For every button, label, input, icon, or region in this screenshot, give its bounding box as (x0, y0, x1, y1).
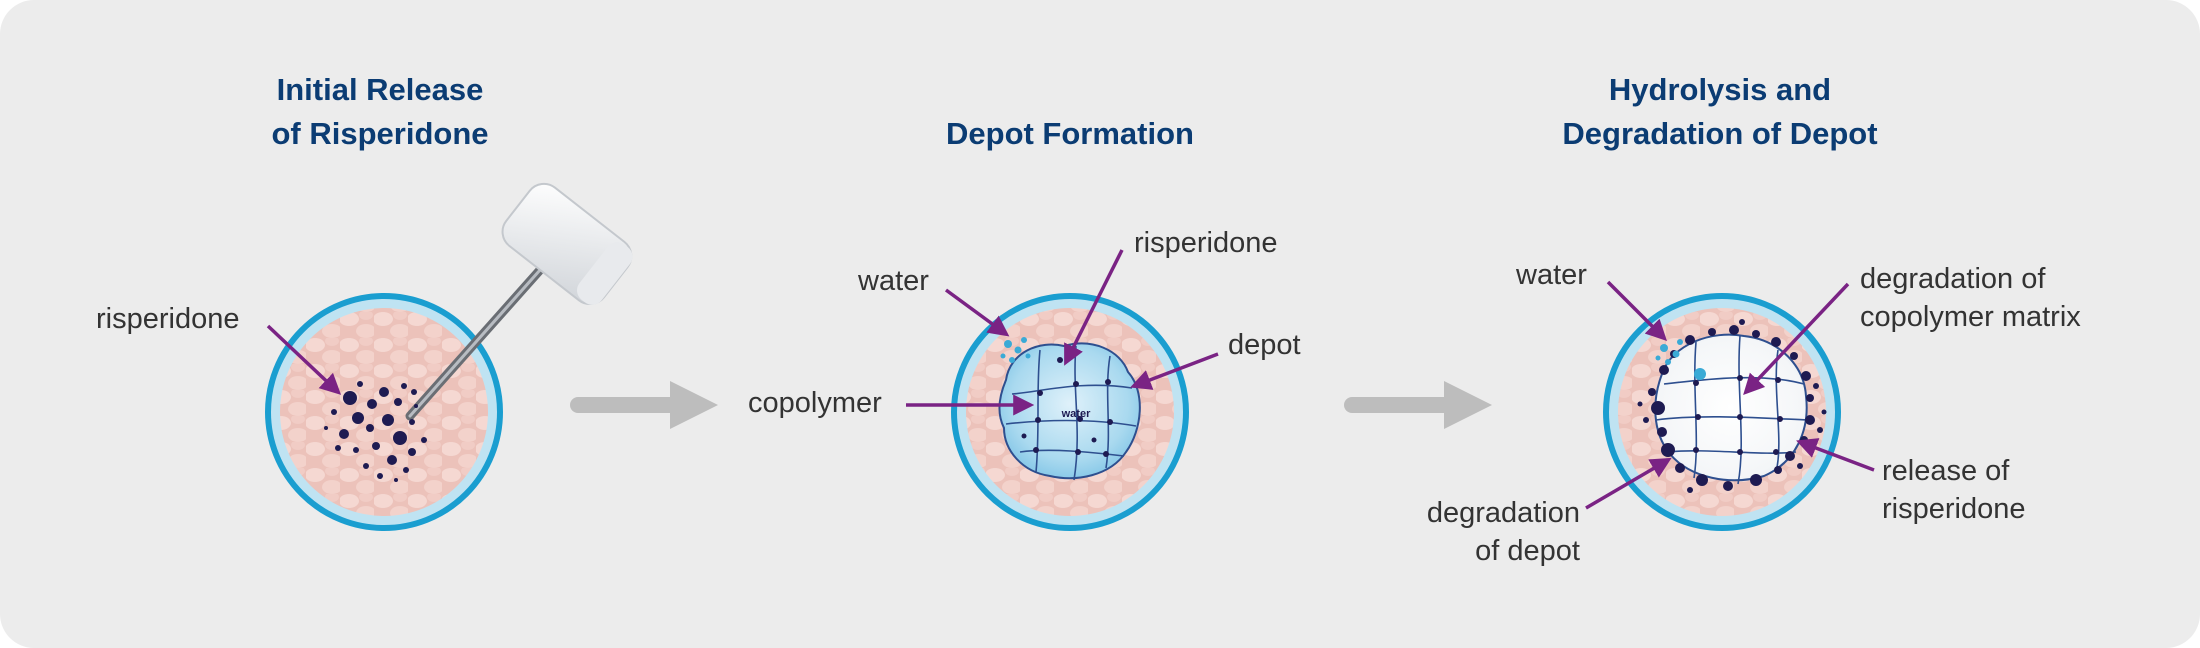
stage3-release-label-line1: release of (1882, 455, 2010, 487)
stage2-water-pointer (944, 288, 1010, 337)
stage2-water-label: water (858, 265, 929, 297)
stage3-degrading-depot (1637, 319, 1827, 493)
stage3-water-droplets (1655, 339, 1706, 380)
stage2-depot-label: depot (1228, 329, 1301, 361)
stage1-drug-particles (324, 381, 427, 482)
stage1-tissue-circle (265, 293, 503, 531)
stage3-water-pointer (1606, 280, 1667, 341)
stage2-risperidone-pointer (1064, 249, 1124, 366)
stage1-title: Initial Release of Risperidone (240, 68, 520, 156)
stage2-depot (998, 342, 1141, 481)
stage3-title: Hydrolysis and Degradation of Depot (1500, 68, 1940, 156)
stage2-water-droplets (1000, 337, 1031, 363)
stage3-degradation-label-line1: degradation (1426, 497, 1580, 529)
stage3-release-label-line2: risperidone (1882, 493, 2026, 525)
stage1-title-line1: Initial Release (276, 72, 484, 107)
stage2-risperidone-label: risperidone (1134, 227, 1278, 259)
stage2-depot-pointer (1130, 352, 1219, 390)
stage3-degradation-label-line2: of depot (1475, 535, 1580, 567)
syringe-icon (405, 182, 633, 421)
stage2-copolymer-label: copolymer (748, 387, 882, 419)
stage3-matrix-label: degradation of copolymer matrix (1860, 260, 2081, 336)
stage3-release-pointer (1796, 438, 1875, 472)
stage3-degradation-label: degradation of depot (1360, 494, 1580, 570)
stage1-risperidone-pointer (266, 324, 342, 395)
stage3-release-label: release of risperidone (1882, 452, 2025, 528)
right-arrow-icon (1344, 381, 1492, 429)
right-arrow-icon (570, 381, 718, 429)
stage3-matrix-label-line1: degradation of (1860, 263, 2046, 295)
stage3-title-line2: Degradation of Depot (1562, 116, 1878, 151)
stage2-title: Depot Formation (900, 112, 1240, 156)
stage1-risperidone-label: risperidone (96, 303, 240, 335)
stage1-title-line2: of Risperidone (271, 116, 489, 151)
stage2-title-line1: Depot Formation (946, 116, 1194, 151)
stage3-water-label: water (1516, 259, 1587, 291)
stage3-matrix-label-line2: copolymer matrix (1860, 301, 2081, 333)
stage3-matrix-pointer (1743, 282, 1850, 396)
stage3-title-line1: Hydrolysis and (1608, 72, 1832, 107)
depot-water-label: water (1061, 408, 1091, 420)
stage3-degradation-pointer (1585, 457, 1672, 510)
